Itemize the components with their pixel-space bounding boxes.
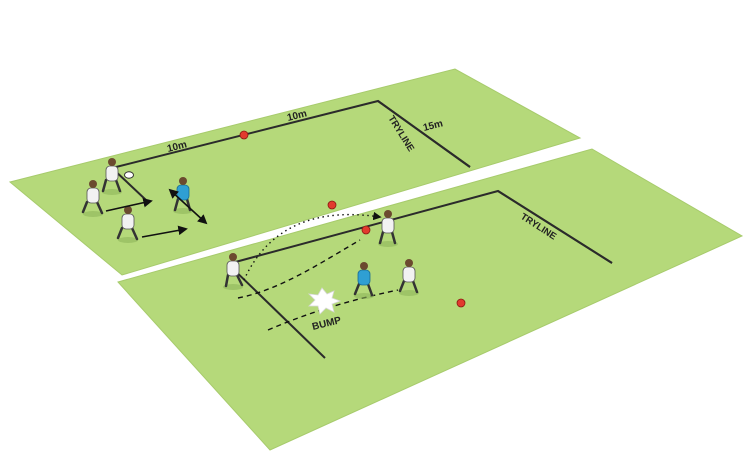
attacker-player-icon — [398, 259, 419, 296]
defender-shuffle-arrow — [168, 188, 208, 225]
cone-icon — [456, 298, 466, 308]
run-arrow — [141, 225, 188, 238]
pass-line — [243, 211, 382, 281]
cone-icon — [239, 130, 249, 140]
top-label-10m-right: 10m — [286, 108, 308, 124]
attacker-player-icon — [378, 210, 398, 247]
bottom-pitch-surface — [117, 148, 744, 451]
attacker-player-icon — [116, 206, 139, 243]
attacker-player-icon — [101, 158, 122, 195]
run-arrow — [105, 197, 153, 212]
bottom-pitch: TRYLINE BUMP — [117, 148, 744, 451]
impact-burst-icon — [307, 287, 342, 315]
bottom-pitch-tryline — [497, 190, 613, 264]
run-line — [237, 239, 361, 299]
top-label-15m: 15m — [422, 118, 444, 134]
top-pitch: 10m 10m 15m TRYLINE — [8, 68, 582, 276]
defender-player-icon — [353, 262, 374, 299]
attacker-player-icon — [223, 253, 244, 290]
top-label-10m-left: 10m — [166, 139, 188, 155]
attacker-player-icon — [81, 180, 104, 217]
cone-icon — [361, 225, 371, 235]
top-pitch-tryline — [377, 100, 471, 168]
rugby-ball-icon — [124, 171, 134, 179]
top-pitch-surface — [8, 68, 582, 276]
cone-icon — [327, 200, 337, 210]
